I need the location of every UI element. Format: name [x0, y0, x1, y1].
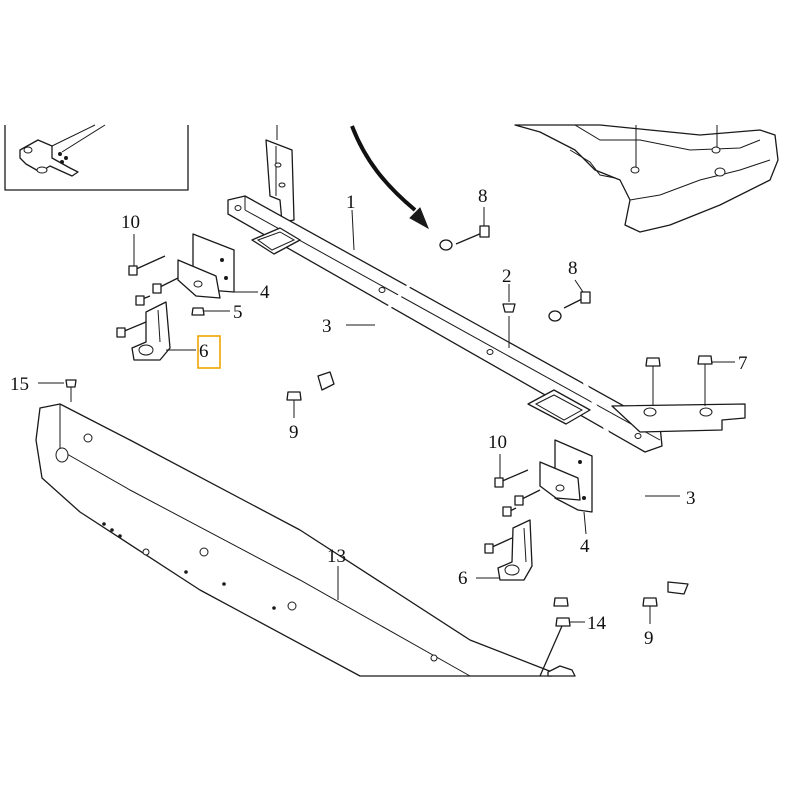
bumper-beam — [35, 403, 553, 677]
callout-4-right: 4 — [580, 536, 590, 557]
cross-member — [227, 195, 746, 453]
bolt-8-left — [455, 207, 490, 245]
callout-9-right: 9 — [644, 628, 654, 649]
lower-corner-part — [547, 665, 576, 677]
callout-3-right: 3 — [686, 488, 696, 509]
callout-14: 14 — [587, 613, 607, 634]
fender-liner — [514, 124, 779, 233]
vertical-post — [265, 125, 295, 223]
callout-10-left: 10 — [121, 212, 140, 233]
left-bracket-assembly — [116, 233, 258, 361]
callout-10-right: 10 — [488, 432, 507, 453]
callout-6-left: 6 — [199, 341, 209, 362]
tie-rod-right — [548, 310, 689, 595]
nut-9-left — [286, 391, 302, 418]
bolt-8-right — [563, 279, 591, 309]
nut-7-left — [645, 357, 661, 406]
screw-2 — [502, 284, 516, 313]
callout-8-left: 8 — [478, 186, 488, 207]
bolt-14 — [539, 597, 585, 677]
callout-5: 5 — [233, 302, 243, 323]
callout-6-right: 6 — [458, 568, 468, 589]
callout-15: 15 — [10, 374, 29, 395]
callout-2: 2 — [502, 266, 512, 287]
screw-15 — [38, 379, 77, 402]
direction-arrow — [350, 125, 429, 230]
callout-3-left: 3 — [322, 316, 332, 337]
tie-rod-left — [316, 239, 453, 391]
highlight-box — [197, 335, 221, 369]
callout-9-left: 9 — [289, 422, 299, 443]
right-bracket-assembly — [476, 439, 593, 581]
detail-inset — [4, 124, 189, 191]
callout-7: 7 — [738, 353, 748, 374]
callout-8-right: 8 — [568, 258, 578, 279]
nut-7-right — [697, 355, 735, 406]
inset-bracket — [19, 124, 106, 177]
callout-1: 1 — [346, 192, 356, 213]
nut-9-right — [642, 597, 658, 624]
callout-4-left: 4 — [260, 282, 270, 303]
callout-13: 13 — [327, 546, 346, 567]
